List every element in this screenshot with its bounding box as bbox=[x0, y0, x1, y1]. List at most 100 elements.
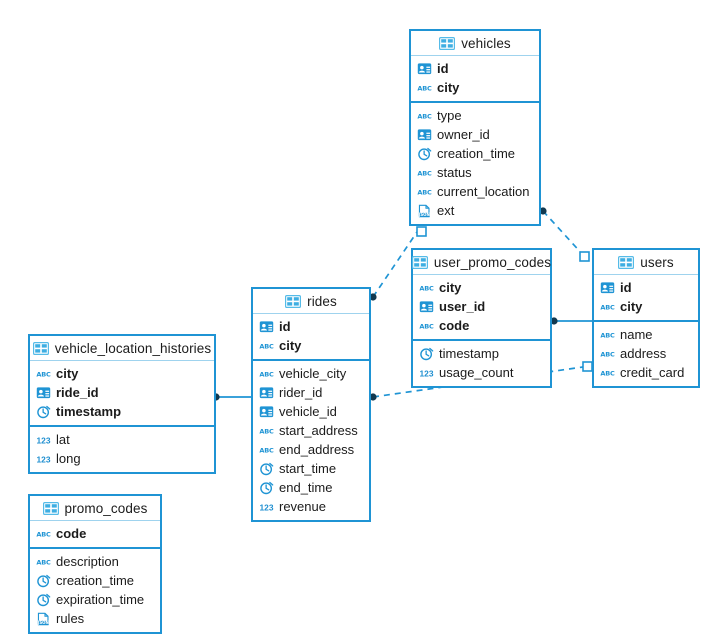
svg-text:ABC: ABC bbox=[417, 84, 432, 92]
clock-timestamp-icon bbox=[36, 593, 51, 607]
edge-endpoint-square bbox=[582, 361, 593, 372]
field-label: description bbox=[56, 554, 119, 569]
svg-text:ABC: ABC bbox=[259, 427, 274, 435]
field-label: ext bbox=[437, 203, 455, 218]
field-row[interactable]: vehicle_id bbox=[253, 402, 369, 421]
field-row[interactable]: ABC type bbox=[411, 106, 539, 125]
field-row[interactable]: creation_time bbox=[411, 144, 539, 163]
table-header-vehicle_location_histories[interactable]: vehicle_location_histories bbox=[30, 336, 214, 361]
table-header-user_promo_codes[interactable]: user_promo_codes bbox=[411, 250, 551, 275]
field-row[interactable]: id bbox=[411, 59, 539, 78]
123-number-icon: 123 bbox=[259, 500, 274, 514]
clock-timestamp-icon bbox=[419, 347, 434, 361]
field-row[interactable]: user_id bbox=[413, 297, 550, 316]
abc-string-icon: ABC bbox=[259, 367, 274, 381]
field-label: city bbox=[437, 80, 460, 95]
clock-timestamp-icon bbox=[259, 481, 274, 495]
relationship-vehicle_location_histories-to-rides bbox=[212, 393, 251, 401]
field-row[interactable]: end_time bbox=[253, 478, 369, 497]
svg-text:123: 123 bbox=[37, 454, 51, 464]
field-row[interactable]: ABC end_address bbox=[253, 440, 369, 459]
abc-string-icon: ABC bbox=[36, 367, 51, 381]
id-key-icon bbox=[259, 320, 274, 334]
field-row[interactable]: id bbox=[594, 278, 698, 297]
field-label: lat bbox=[56, 432, 70, 447]
edge-endpoint-square bbox=[416, 226, 427, 237]
field-label: expiration_time bbox=[56, 592, 145, 607]
field-row[interactable]: ABC code bbox=[30, 524, 160, 543]
field-row[interactable]: start_time bbox=[253, 459, 369, 478]
field-row[interactable]: expiration_time bbox=[30, 590, 160, 609]
id-key-icon bbox=[419, 300, 434, 314]
field-label: end_address bbox=[279, 442, 355, 457]
field-row[interactable]: timestamp bbox=[30, 402, 214, 421]
field-row[interactable]: timestamp bbox=[413, 344, 550, 363]
field-label: city bbox=[279, 338, 302, 353]
field-row[interactable]: creation_time bbox=[30, 571, 160, 590]
svg-text:ABC: ABC bbox=[259, 446, 274, 454]
abc-string-icon: ABC bbox=[259, 443, 274, 457]
field-label: id bbox=[620, 280, 632, 295]
edge-endpoint-square bbox=[579, 251, 590, 262]
field-row[interactable]: ABC city bbox=[411, 78, 539, 97]
field-label: user_id bbox=[439, 299, 486, 314]
svg-text:ABC: ABC bbox=[419, 284, 434, 292]
field-row[interactable]: ABC city bbox=[594, 297, 698, 316]
field-label: code bbox=[56, 526, 87, 541]
id-key-icon bbox=[36, 386, 51, 400]
id-key-icon bbox=[417, 128, 432, 142]
field-label: city bbox=[620, 299, 643, 314]
field-label: type bbox=[437, 108, 462, 123]
abc-string-icon: ABC bbox=[600, 347, 615, 361]
table-title: vehicles bbox=[461, 35, 511, 51]
table-grid-icon bbox=[618, 255, 635, 269]
abc-string-icon: ABC bbox=[417, 109, 432, 123]
table-header-vehicles[interactable]: vehicles bbox=[411, 31, 539, 56]
svg-text:ABC: ABC bbox=[259, 370, 274, 378]
field-row[interactable]: owner_id bbox=[411, 125, 539, 144]
table-header-users[interactable]: users bbox=[594, 250, 698, 275]
field-label: owner_id bbox=[437, 127, 490, 142]
field-row[interactable]: ABC city bbox=[253, 336, 369, 355]
svg-text:JSON: JSON bbox=[418, 212, 430, 217]
table-header-rides[interactable]: rides bbox=[253, 289, 369, 314]
field-row[interactable]: id bbox=[253, 317, 369, 336]
field-row[interactable]: rider_id bbox=[253, 383, 369, 402]
field-row[interactable]: ride_id bbox=[30, 383, 214, 402]
abc-string-icon: ABC bbox=[600, 300, 615, 314]
field-label: status bbox=[437, 165, 472, 180]
table-grid-icon bbox=[32, 341, 49, 355]
table-header-promo_codes[interactable]: promo_codes bbox=[30, 496, 160, 521]
abc-string-icon: ABC bbox=[259, 339, 274, 353]
svg-text:ABC: ABC bbox=[417, 188, 432, 196]
svg-text:ABC: ABC bbox=[36, 530, 51, 538]
field-row[interactable]: JSON ext bbox=[411, 201, 539, 220]
